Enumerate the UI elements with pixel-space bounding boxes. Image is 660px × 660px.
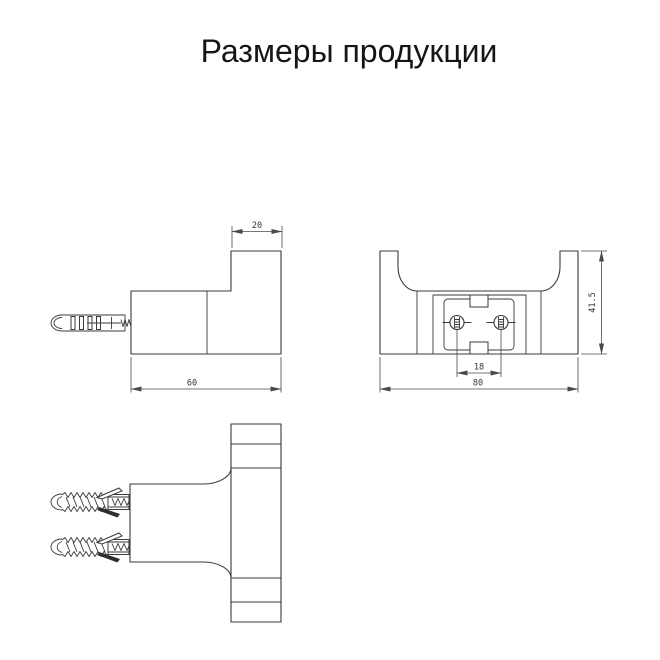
anchor-rib [70, 316, 76, 330]
anchor-cap-outer [50, 493, 63, 511]
crossbar-end-lines [231, 443, 281, 603]
dimension-total-width: 80 [379, 357, 579, 393]
front-view: 18 80 41.5 [379, 250, 607, 393]
anchor-cap-inner [53, 317, 63, 329]
screw-thread [111, 543, 130, 551]
anchor-wing-bottom [97, 507, 120, 518]
base-body-outline [129, 467, 232, 579]
anchor-cap-outer [50, 314, 63, 332]
dimension-value: 41.5 [588, 292, 598, 312]
extension-line [456, 329, 502, 377]
crossbar-outline [230, 423, 282, 623]
anchor-rib [79, 316, 84, 330]
top-view [50, 423, 282, 623]
plate-notch-top [469, 294, 489, 308]
screw-thread [120, 319, 131, 327]
plate-notch-bottom [469, 341, 489, 355]
mounting-plate [432, 294, 527, 355]
anchor-cap-outer [50, 538, 63, 556]
hook-front-outline [379, 250, 579, 355]
screw-slot [454, 317, 460, 328]
anchor-collar-lines [108, 541, 129, 553]
recess-edges [416, 291, 542, 354]
anchor-zigzag-top [61, 492, 109, 498]
screw-left [442, 314, 472, 331]
wall-anchor-top-2 [50, 532, 130, 563]
hook-side-outline [130, 250, 282, 355]
dimension-value: 80 [473, 379, 483, 389]
anchor-spiral-ribs [65, 541, 106, 553]
dimension-value: 20 [252, 221, 262, 231]
dimension-screw-spacing: 18 [456, 329, 502, 377]
side-view: 20 60 [50, 221, 283, 393]
anchor-body [62, 314, 126, 332]
anchor-collar-lines [108, 496, 129, 508]
wall-anchor-top-1 [50, 487, 130, 518]
anchor-wing-top [95, 532, 123, 545]
anchor-cap-inner [56, 541, 63, 553]
dimension-total-depth: 60 [130, 357, 282, 393]
dimension-hook-depth: 20 [231, 221, 283, 248]
extension-line [130, 357, 282, 393]
page-title: Размеры продукции [201, 33, 498, 69]
dimension-value: 60 [187, 379, 197, 389]
screw-slot [498, 317, 504, 328]
dimension-height: 41.5 [581, 250, 607, 355]
anchor-wing-top [95, 487, 123, 500]
anchor-zigzag-top [61, 537, 109, 543]
anchor-wing-bottom [97, 552, 120, 563]
wall-anchor-side [50, 314, 131, 332]
anchor-spiral-ribs [65, 496, 106, 508]
screw-right [486, 314, 516, 331]
dimension-value: 18 [474, 363, 484, 373]
anchor-cap-inner [56, 496, 63, 508]
screw-slot-ticks [454, 319, 460, 328]
screw-thread [111, 498, 130, 506]
screw-slot-ticks [498, 319, 504, 328]
